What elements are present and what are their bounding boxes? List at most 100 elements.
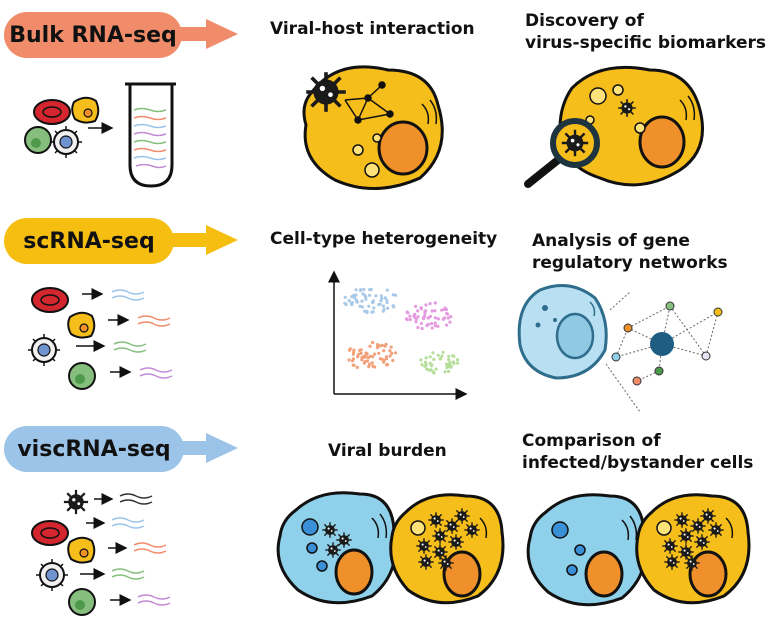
cluster-2-point	[389, 345, 393, 349]
cluster-2-point	[371, 355, 375, 359]
virus-icon	[437, 554, 455, 572]
label-comparison-cells: Comparison of infected/bystander cells	[522, 431, 754, 473]
cluster-1-point	[430, 322, 434, 326]
cluster-3-point	[452, 354, 456, 358]
cluster-1-point	[433, 316, 437, 320]
viscrnaseq-label: viscRNA-seq	[17, 436, 171, 462]
cluster-3-point	[436, 353, 440, 357]
cluster-0-point	[347, 299, 351, 303]
cluster-1-point	[413, 312, 417, 316]
cluster-3-point	[448, 360, 452, 365]
cluster-2-point	[363, 360, 367, 364]
cluster-2-point	[388, 349, 392, 353]
cluster-3-point	[448, 365, 452, 369]
label-viral-burden: Viral burden	[328, 441, 447, 461]
grn-cell	[517, 284, 608, 380]
cluster-2-point	[355, 365, 359, 369]
cluster-2-point	[352, 348, 356, 352]
cluster-3-point	[449, 365, 453, 369]
cluster-2-point	[362, 361, 366, 365]
cluster-2-point	[365, 359, 370, 363]
cluster-1-point	[433, 321, 437, 325]
cluster-0-point	[350, 301, 354, 306]
cluster-2-point	[366, 356, 370, 360]
cluster-0-point	[344, 302, 348, 307]
cluster-2-point	[347, 348, 352, 352]
cluster-0-point	[354, 288, 358, 292]
cluster-0-point	[370, 310, 374, 314]
virus-icon	[661, 537, 679, 555]
viscrna-input-cells	[31, 488, 171, 616]
cluster-1-point	[419, 306, 423, 310]
cluster-2-point	[351, 359, 355, 363]
cluster-0-point	[354, 293, 358, 297]
cluster-2-point	[363, 355, 367, 360]
cluster-1-point	[433, 324, 437, 328]
cluster-0-point	[378, 302, 382, 306]
infected-cell	[635, 493, 751, 605]
cluster-0-point	[385, 300, 389, 305]
virus-icon	[431, 543, 449, 561]
cluster-0-point	[359, 288, 363, 292]
cluster-1-point	[408, 314, 412, 318]
virus-icon	[663, 553, 681, 571]
cluster-2-point	[385, 363, 389, 367]
cluster-1-point	[443, 316, 447, 320]
cluster-1-point	[405, 318, 409, 322]
cluster-2-point	[368, 344, 372, 348]
cluster-0-point	[392, 304, 396, 308]
cluster-2-point	[358, 348, 362, 353]
grn-network	[605, 291, 719, 413]
virus-icon	[443, 517, 461, 535]
cluster-0-point	[371, 300, 375, 304]
cluster-2-point	[382, 360, 386, 364]
grn-nodes	[611, 301, 723, 386]
cluster-0-point	[352, 294, 356, 298]
cluster-0-point	[371, 310, 375, 314]
cluster-2-point	[390, 351, 394, 355]
cluster-2-point	[394, 351, 398, 355]
cluster-2-point	[367, 365, 371, 369]
scatter-plot	[328, 270, 468, 400]
cluster-0-point	[353, 294, 357, 298]
cluster-3-point	[445, 362, 449, 366]
cluster-0-point	[380, 296, 384, 300]
cluster-2-point	[382, 358, 386, 362]
cluster-3-point	[443, 370, 447, 374]
cluster-2-point	[351, 352, 355, 356]
cluster-1-point	[423, 309, 427, 313]
cluster-0-point	[372, 306, 376, 310]
cluster-2-point	[356, 355, 360, 359]
virus-icon	[431, 527, 449, 545]
cluster-3-point	[441, 350, 445, 354]
cluster-1-point	[419, 321, 423, 326]
cluster-2-point	[367, 362, 372, 366]
cluster-2-point	[351, 363, 355, 367]
virus-icon	[677, 543, 695, 561]
cluster-0-point	[371, 299, 376, 303]
cluster-1-point	[443, 306, 447, 310]
cluster-2-point	[360, 358, 364, 362]
cluster-0-point	[355, 299, 359, 303]
cluster-0-point	[364, 297, 368, 301]
virus-icon	[683, 554, 701, 572]
cluster-1-point	[436, 317, 440, 321]
viral-host-cell	[302, 65, 444, 190]
cluster-1-point	[422, 314, 427, 318]
virus-icon	[453, 507, 471, 525]
cluster-0-point	[382, 307, 386, 311]
cluster-2-point	[352, 363, 356, 367]
cluster-2-point	[383, 344, 387, 348]
viral-burden-yellow-cell	[389, 493, 505, 605]
cluster-3-point	[429, 368, 433, 372]
cluster-1-point	[419, 307, 423, 311]
cluster-3-point	[447, 354, 451, 358]
cluster-1-point	[436, 324, 440, 328]
cluster-0-point	[349, 301, 353, 305]
cluster-3-point	[455, 358, 460, 362]
cluster-0-point	[371, 301, 375, 305]
cluster-2-point	[391, 358, 395, 363]
virus-icon	[673, 511, 691, 529]
